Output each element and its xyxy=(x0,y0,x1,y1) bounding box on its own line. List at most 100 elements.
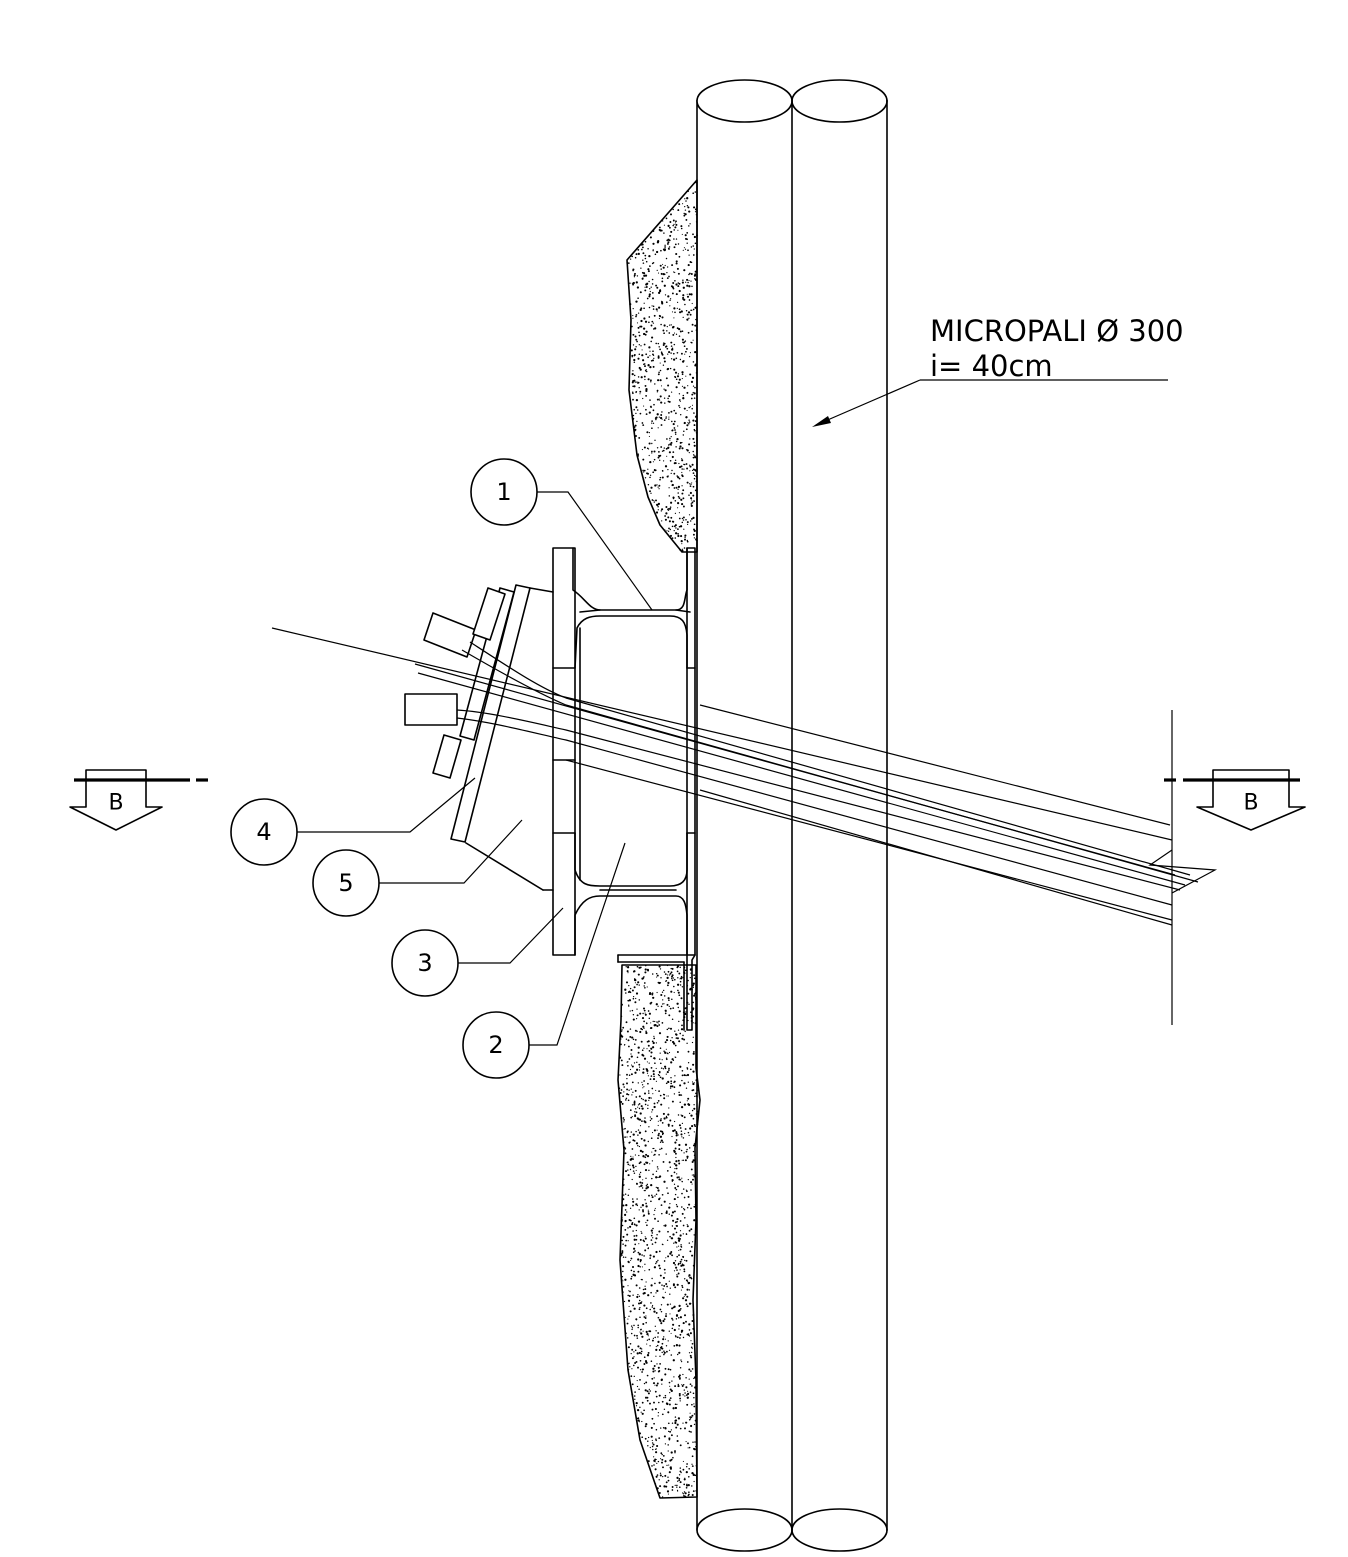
sand-dot xyxy=(678,1479,681,1482)
sand-dot xyxy=(685,1394,688,1396)
sand-dot xyxy=(650,405,652,408)
sand-dot xyxy=(632,281,635,285)
sand-dot xyxy=(648,293,651,296)
sand-dot xyxy=(643,272,646,275)
sand-dot xyxy=(694,1022,697,1024)
sand-dot xyxy=(631,354,634,357)
sand-dot xyxy=(629,1010,631,1012)
sand-dot xyxy=(624,1278,627,1281)
sand-dot xyxy=(637,1134,639,1136)
sand-dot xyxy=(655,1355,657,1357)
sand-dot xyxy=(655,1003,658,1006)
sand-dot xyxy=(682,1233,684,1235)
sand-dot xyxy=(650,1360,653,1362)
sand-dot xyxy=(678,335,681,337)
sand-dot xyxy=(633,374,636,377)
sand-dot xyxy=(658,981,661,985)
sand-dot xyxy=(626,262,629,264)
sand-dot xyxy=(674,1403,677,1406)
sand-dot xyxy=(686,1281,689,1283)
sand-dot xyxy=(687,190,689,193)
sand-dot xyxy=(626,1093,629,1096)
sand-dot xyxy=(675,283,678,286)
sand-dot xyxy=(662,1338,665,1341)
sand-dot xyxy=(676,1490,679,1492)
sand-dot xyxy=(653,1401,655,1404)
sand-dot xyxy=(638,1118,642,1121)
sand-dot xyxy=(647,1044,650,1047)
sand-dot xyxy=(631,1065,634,1068)
sand-dot xyxy=(666,455,668,457)
sand-dot xyxy=(626,1211,628,1213)
sand-dot xyxy=(640,1350,643,1353)
sand-dot xyxy=(692,456,695,459)
sand-dot xyxy=(672,282,675,284)
sand-dot xyxy=(681,1079,683,1082)
sand-dot xyxy=(656,974,659,977)
sand-dot xyxy=(657,379,660,382)
sand-dot xyxy=(688,285,691,288)
sand-dot xyxy=(692,308,695,311)
sand-dot xyxy=(691,323,694,326)
micropile-left xyxy=(696,79,793,1552)
sand-dot xyxy=(677,373,680,375)
sand-dot xyxy=(686,1068,689,1070)
sand-dot xyxy=(673,1162,676,1165)
sand-dot xyxy=(686,365,688,367)
sand-dot xyxy=(668,1471,671,1474)
sand-dot xyxy=(663,1050,665,1053)
sand-dot xyxy=(660,414,663,416)
sand-dot xyxy=(643,982,646,984)
sand-dot xyxy=(677,533,679,535)
sand-dot xyxy=(662,263,664,265)
sand-dot xyxy=(640,1137,643,1140)
sand-dot xyxy=(650,1026,653,1030)
sand-dot xyxy=(683,1270,686,1273)
sand-dot xyxy=(649,1345,651,1347)
sand-dot xyxy=(682,249,684,251)
sand-dot xyxy=(652,1078,656,1081)
sand-dot xyxy=(633,1307,636,1310)
sand-dot xyxy=(641,1335,644,1338)
sand-dot xyxy=(650,340,653,343)
sand-dot xyxy=(661,1413,664,1416)
sand-dot xyxy=(655,511,659,514)
sand-dot xyxy=(679,413,682,416)
sand-dot xyxy=(660,510,662,512)
sand-dot xyxy=(643,1255,645,1257)
sand-dot xyxy=(642,1098,644,1101)
sand-dot xyxy=(635,398,639,402)
sand-dot xyxy=(637,1270,640,1273)
sand-dot xyxy=(679,330,682,333)
sand-dot xyxy=(621,1239,624,1242)
sand-dot xyxy=(670,1434,673,1437)
sand-dot xyxy=(673,472,676,475)
sand-dot xyxy=(633,1247,636,1250)
sand-dot xyxy=(629,303,632,306)
sand-dot xyxy=(666,325,668,328)
sand-dot xyxy=(632,344,635,346)
sand-dot xyxy=(669,221,672,223)
sand-dot xyxy=(665,1485,668,1488)
sand-dot xyxy=(644,378,646,381)
sand-dot xyxy=(664,1315,668,1318)
sand-dot xyxy=(669,437,671,440)
sand-dot xyxy=(650,492,652,494)
sand-dot xyxy=(676,1476,679,1479)
sand-dot xyxy=(692,533,695,536)
sand-dot xyxy=(685,1386,688,1389)
sand-dot xyxy=(693,1405,696,1408)
sand-dot xyxy=(627,1260,630,1263)
sand-dot xyxy=(694,191,697,193)
sand-dot xyxy=(637,1293,639,1296)
sand-dot xyxy=(694,455,696,457)
sand-dot xyxy=(662,364,665,366)
sand-dot xyxy=(622,1243,624,1245)
sand-dot xyxy=(659,379,662,382)
sand-dot xyxy=(657,1137,659,1140)
sand-dot xyxy=(643,1363,646,1365)
sand-dot xyxy=(671,998,673,1001)
sand-dot xyxy=(629,987,632,990)
sand-dot xyxy=(689,1418,692,1420)
sand-dot xyxy=(668,1438,671,1441)
